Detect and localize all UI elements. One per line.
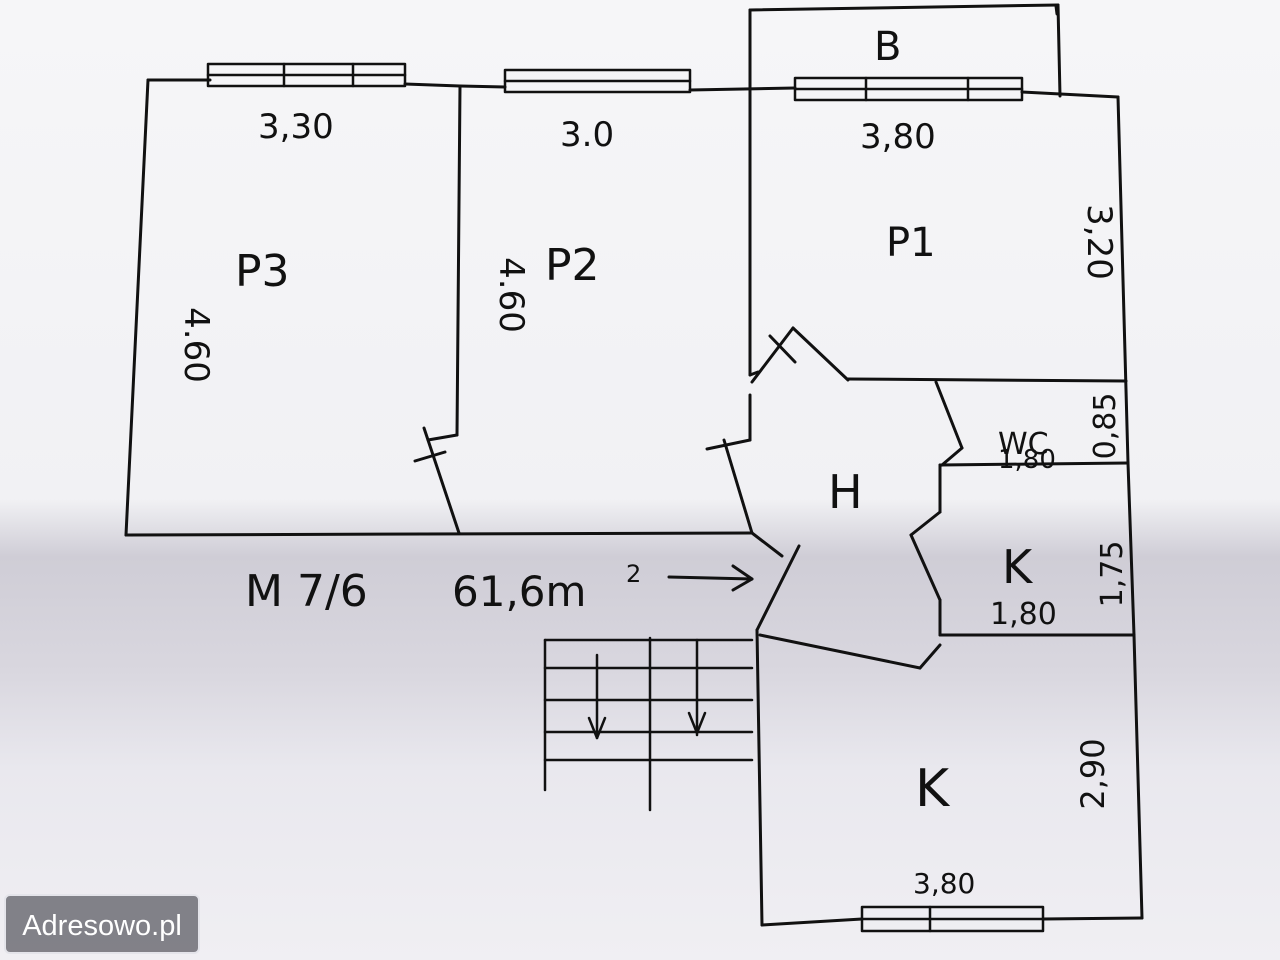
entrance-arrow — [667, 564, 754, 592]
dim-wc-height: 0,85 — [1088, 393, 1123, 460]
room-label-p1: P1 — [886, 220, 936, 266]
dim-p2-width: 3.0 — [560, 115, 614, 155]
dim-kitchen-width: 3,80 — [913, 867, 975, 900]
door-p1 — [750, 326, 850, 384]
room-p2-walls — [458, 84, 797, 92]
door-p3 — [413, 426, 461, 535]
small-kitchen-walls — [938, 461, 1136, 637]
door-kitchen — [758, 633, 942, 670]
door-small-kitchen — [909, 510, 942, 602]
dim-p1-height: 3,20 — [1079, 204, 1119, 280]
dim-small-kitchen-height: 1,75 — [1095, 541, 1130, 608]
window-p2 — [503, 68, 692, 94]
room-label-p2: P2 — [545, 240, 600, 291]
kitchen-walls — [755, 628, 1144, 927]
dim-small-kitchen-width: 1,80 — [990, 597, 1057, 632]
room-p3-walls — [124, 78, 754, 537]
room-p1-walls — [748, 8, 1130, 465]
door-wc — [934, 380, 964, 467]
watermark-badge: Adresowo.pl — [4, 894, 200, 954]
window-kitchen — [860, 905, 1045, 933]
room-label-balcony: B — [874, 24, 901, 70]
dim-kitchen-height: 2,90 — [1074, 738, 1112, 809]
dim-p3-width: 3,30 — [258, 107, 334, 147]
balcony-walls — [748, 3, 1062, 98]
dim-p3-height: 4.60 — [176, 307, 216, 383]
wc-walls — [938, 461, 1130, 514]
door-p2 — [705, 393, 754, 535]
window-p3 — [206, 62, 407, 88]
dim-wc-width: 1,80 — [998, 445, 1056, 475]
area-label: 61,6m — [452, 567, 586, 616]
room-label-small-kitchen: K — [1002, 540, 1034, 594]
room-label-kitchen: K — [915, 759, 951, 819]
window-p1 — [793, 76, 1024, 102]
entrance-door — [750, 531, 801, 632]
area-superscript: 2 — [626, 560, 641, 588]
dim-p2-height: 4.60 — [491, 257, 531, 333]
room-label-p3: P3 — [235, 246, 290, 297]
room-label-hall: H — [828, 465, 863, 519]
dim-p1-width: 3,80 — [860, 117, 936, 157]
staircase — [543, 636, 754, 812]
unit-label: M 7/6 — [245, 566, 368, 617]
room-label-wc: WC — [998, 427, 1049, 462]
wall-p3-p2 — [426, 84, 462, 442]
